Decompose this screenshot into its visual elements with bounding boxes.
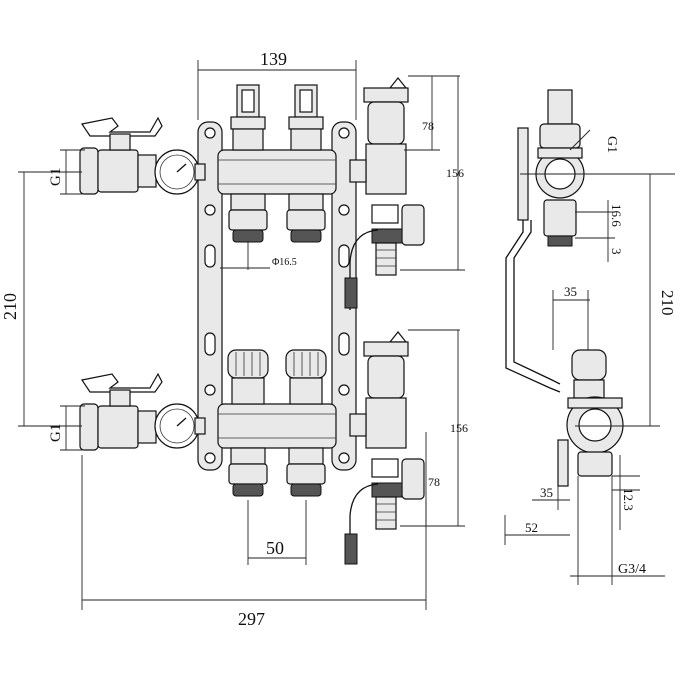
side-view xyxy=(505,89,624,487)
label-35-bottom: 35 xyxy=(540,485,553,500)
label-g1-bottom: G1 xyxy=(48,424,64,442)
dimension-labels: 139 297 50 210 G1 G1 Φ16.5 78 156 156 78… xyxy=(0,49,677,629)
label-78-bottom: 78 xyxy=(428,475,440,489)
label-210-main: 210 xyxy=(0,293,20,320)
label-g3-4: G3/4 xyxy=(618,562,646,577)
label-12-3: 12.3 xyxy=(621,488,636,511)
top-manifold-bar xyxy=(217,84,337,243)
label-g1-side: G1 xyxy=(604,136,619,153)
label-3: 3 xyxy=(609,248,624,255)
label-35-top: 35 xyxy=(564,284,577,299)
bottom-thermometer xyxy=(154,403,206,449)
label-210-side: 210 xyxy=(658,290,677,316)
label-g1-top: G1 xyxy=(48,168,64,186)
bottom-air-vent-assembly xyxy=(344,331,425,565)
label-139: 139 xyxy=(260,49,287,69)
top-ball-valve xyxy=(79,116,163,195)
label-16-6: 16.6 xyxy=(609,204,624,227)
label-diameter: Φ16.5 xyxy=(272,257,297,268)
label-52: 52 xyxy=(525,520,538,535)
label-156-bottom: 156 xyxy=(450,421,468,435)
bottom-ball-valve xyxy=(79,372,163,451)
label-297: 297 xyxy=(238,609,265,629)
label-50: 50 xyxy=(266,538,284,558)
front-view xyxy=(79,77,425,565)
label-78-top: 78 xyxy=(422,119,434,133)
bottom-manifold-bar xyxy=(217,349,337,497)
top-thermometer xyxy=(154,149,206,195)
label-156-top: 156 xyxy=(446,166,464,180)
left-bracket xyxy=(197,121,223,471)
dimensions xyxy=(18,60,675,610)
top-air-vent-assembly xyxy=(344,77,425,310)
